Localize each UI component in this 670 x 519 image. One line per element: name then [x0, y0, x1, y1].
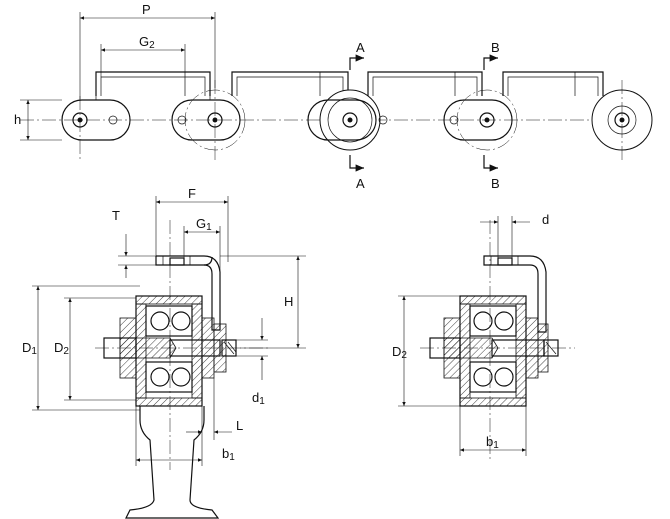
- wheel-assembly-a: [103, 295, 237, 407]
- h-label: h: [14, 112, 21, 127]
- g1-dimension: G1: [183, 216, 221, 272]
- link-plates: [61, 96, 513, 141]
- g2-label: G2: [139, 34, 155, 51]
- attachment-plates: [95, 71, 604, 96]
- g1-label: G1: [196, 216, 212, 233]
- section-b-bottom-label: B: [491, 176, 500, 191]
- b1-right-label: b1: [486, 434, 499, 451]
- f-dimension: F: [155, 186, 229, 262]
- h-dimension: h: [14, 99, 62, 141]
- f-label: F: [188, 186, 196, 201]
- chain-top-view: P G2 h A A B B: [14, 2, 653, 191]
- b1-right-dimension: b1: [459, 406, 527, 456]
- d2-right-label: D2: [392, 344, 407, 361]
- small-d1-label: d1: [252, 390, 265, 407]
- rail-profile: [125, 406, 220, 519]
- d2-right-dimension: D2: [392, 295, 460, 407]
- b1-left-label: b1: [222, 446, 235, 463]
- section-a-top-label: A: [356, 40, 365, 55]
- l-label: L: [236, 418, 243, 433]
- d2-left-dimension: D2: [54, 297, 136, 401]
- b1-left-dimension: b1: [135, 406, 235, 466]
- wheel-assembly-b: [429, 295, 559, 407]
- d1-dimension: D1: [22, 285, 140, 411]
- pitch-dimension: P: [79, 2, 216, 100]
- t-label: T: [112, 208, 120, 223]
- t-dimension: T: [112, 208, 156, 278]
- l-dimension: L: [186, 378, 243, 440]
- small-d-dimension: d: [480, 212, 549, 258]
- section-b-marker: B B: [483, 40, 500, 191]
- section-b-top-label: B: [491, 40, 500, 55]
- d1-label: D1: [22, 340, 37, 357]
- pitch-label: P: [142, 2, 151, 17]
- small-d-label: d: [542, 212, 549, 227]
- section-a-bottom-label: A: [356, 176, 365, 191]
- section-a-view: F G1 T H D1: [22, 186, 306, 519]
- section-b-view: d D2 b1: [392, 212, 575, 460]
- small-d1-dimension: d1: [236, 318, 268, 407]
- section-a-marker: A A: [349, 40, 365, 191]
- g2-dimension: G2: [100, 34, 186, 77]
- big-h-label: H: [284, 294, 293, 309]
- big-h-dimension: H: [220, 255, 306, 349]
- d2-left-label: D2: [54, 340, 69, 357]
